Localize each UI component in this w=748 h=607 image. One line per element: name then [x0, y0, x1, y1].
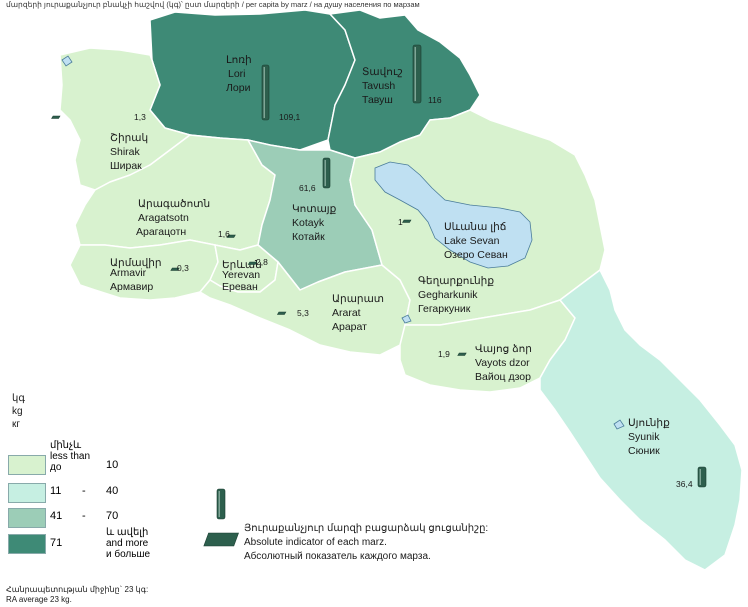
svg-text:Арарат: Арарат — [332, 321, 367, 333]
svg-text:Сюник: Сюник — [628, 445, 660, 457]
lake-sevan — [374, 161, 533, 269]
small-lake-icon — [401, 314, 412, 324]
label-yerevan: Երևան Yerevan Ереван — [222, 259, 262, 293]
label-shirak: Շիրակ Shirak Ширак — [110, 132, 148, 172]
svg-text:Kotayk: Kotayk — [292, 217, 325, 229]
svg-text:Տավուշ: Տավուշ — [362, 66, 403, 78]
region-syunik[interactable] — [539, 269, 743, 571]
label-aragatsotn: Արագածոտն Aragatsotn Арагацотн — [136, 198, 210, 238]
label-syunik: Սյունիք Syunik Сюник — [628, 417, 670, 457]
marker-ararat: 5,3 — [276, 308, 309, 318]
legend-swatch-class-4 — [8, 534, 46, 554]
legend-class-4-more: և ավելի and more и больше — [106, 527, 151, 560]
small-lake-icon — [613, 419, 625, 430]
legend-swatch-class-1 — [8, 455, 46, 475]
svg-text:109,1: 109,1 — [279, 112, 301, 122]
svg-text:Վայոց ձոր: Վայոց ձոր — [475, 343, 532, 355]
marker-shirak: 1,3 — [51, 112, 146, 122]
bar-lori: 109,1 — [261, 64, 301, 122]
svg-text:Արարատ: Արարատ — [332, 293, 384, 305]
legend-class-2-from: 11 — [50, 485, 62, 497]
svg-text:Ширак: Ширак — [110, 160, 142, 172]
svg-text:Syunik: Syunik — [628, 431, 660, 443]
label-tavush: Տավուշ Tavush Тавуш — [362, 66, 403, 106]
absolute-indicator-note: Յուրաքանչյուր մարզի բացարձակ ցուցանիշը: … — [244, 523, 489, 562]
svg-text:Ереван: Ереван — [222, 281, 258, 293]
legend-class-3-dash: - — [82, 510, 86, 522]
marker-gegharkunik: 1 — [398, 217, 412, 227]
svg-text:Լոռի: Լոռի — [226, 54, 252, 66]
svg-text:Արմավիր: Արմավիր — [110, 257, 162, 269]
marker-aragatsotn: 1,6 — [218, 229, 236, 239]
svg-text:Тавуш: Тавуш — [362, 94, 393, 106]
svg-text:Лори: Лори — [226, 82, 251, 94]
svg-text:Lori: Lori — [228, 68, 246, 80]
svg-text:Vayots dzor: Vayots dzor — [475, 357, 530, 369]
svg-text:Армавир: Армавир — [110, 281, 153, 293]
marker-yerevan: 2,8 — [247, 257, 268, 267]
label-vayots-dzor: Վայոց ձոր Vayots dzor Вайоц дзор — [475, 343, 532, 383]
svg-text:Shirak: Shirak — [110, 146, 141, 158]
svg-text:1,3: 1,3 — [134, 112, 146, 122]
legend-class-2-to: 40 — [106, 485, 119, 497]
svg-text:Вайоц дзор: Вайоц дзор — [475, 371, 531, 383]
legend-class-2-dash: - — [82, 485, 86, 497]
svg-text:Арагацотн: Арагацотн — [136, 226, 186, 238]
svg-text:Lake Sevan: Lake Sevan — [444, 235, 500, 247]
svg-text:2,8: 2,8 — [256, 257, 268, 267]
svg-text:Котайк: Котайк — [292, 231, 325, 243]
marker-armavir: 0,3 — [170, 263, 189, 273]
ra-average-note: Հանրապետության միջինը` 23 կգ: RA average… — [6, 585, 149, 604]
svg-text:Կոտայք: Կոտայք — [292, 203, 337, 215]
svg-text:1: 1 — [398, 217, 403, 227]
marker-vayots-dzor: 1,9 — [438, 349, 467, 359]
legend-class-3-from: 41 — [50, 510, 63, 522]
label-armavir: Արմավիր Armavir Армавир — [110, 257, 162, 293]
legend-class-1-value: 10 — [106, 459, 119, 471]
svg-text:Озеро Севан: Озеро Севан — [444, 249, 508, 261]
label-gegharkunik: Գեղարքունիք Gegharkunik Гегаркуник — [418, 275, 494, 315]
label-ararat: Արարատ Ararat Арарат — [332, 293, 384, 333]
svg-text:Գեղարքունիք: Գեղարքունիք — [418, 275, 494, 287]
svg-text:1,6: 1,6 — [218, 229, 230, 239]
bar-syunik: 36,4 — [676, 466, 707, 489]
svg-text:0,3: 0,3 — [177, 263, 189, 273]
legend-bar-icon — [216, 488, 226, 520]
label-kotayk: Կոտայք Kotayk Котайк — [292, 203, 337, 243]
svg-text:Гегаркуник: Гегаркуник — [418, 303, 471, 315]
bar-kotayk: 61,6 — [299, 157, 331, 193]
small-lake-icon — [61, 55, 73, 67]
header-note: մարզերի յուրաքանչյուր բնակչի հաշվով (կգ)… — [6, 0, 420, 9]
svg-text:1,9: 1,9 — [438, 349, 450, 359]
svg-text:Tavush: Tavush — [362, 80, 395, 92]
svg-text:Սևանա լիճ: Սևանա լիճ — [444, 221, 506, 233]
label-lori: Լոռի Lori Лори — [226, 54, 252, 94]
svg-text:Շիրակ: Շիրակ — [110, 132, 148, 144]
legend-swatch-class-2 — [8, 483, 46, 503]
region-lori[interactable] — [149, 9, 356, 151]
svg-text:Aragatsotn: Aragatsotn — [138, 212, 189, 224]
svg-text:Armavir: Armavir — [110, 267, 147, 279]
svg-text:5,3: 5,3 — [297, 308, 309, 318]
label-lake-sevan: Սևանա լիճ Lake Sevan Озеро Севан — [444, 221, 508, 261]
legend-marker-icon — [203, 532, 239, 547]
legend-class-4-from: 71 — [50, 537, 63, 549]
legend-unit: կգ kg кг — [12, 393, 25, 430]
svg-text:Սյունիք: Սյունիք — [628, 417, 670, 429]
svg-text:36,4: 36,4 — [676, 479, 693, 489]
svg-text:Ararat: Ararat — [332, 307, 361, 319]
svg-text:61,6: 61,6 — [299, 183, 316, 193]
legend-class-3-to: 70 — [106, 510, 119, 522]
svg-text:Արագածոտն: Արագածոտն — [138, 198, 210, 210]
svg-text:Yerevan: Yerevan — [222, 269, 260, 281]
svg-text:116: 116 — [428, 95, 442, 105]
svg-text:Gegharkunik: Gegharkunik — [418, 289, 478, 301]
legend-class-1-label: մինչև less than до — [50, 440, 91, 473]
legend-swatch-class-3 — [8, 508, 46, 528]
bar-tavush: 116 — [412, 44, 442, 105]
